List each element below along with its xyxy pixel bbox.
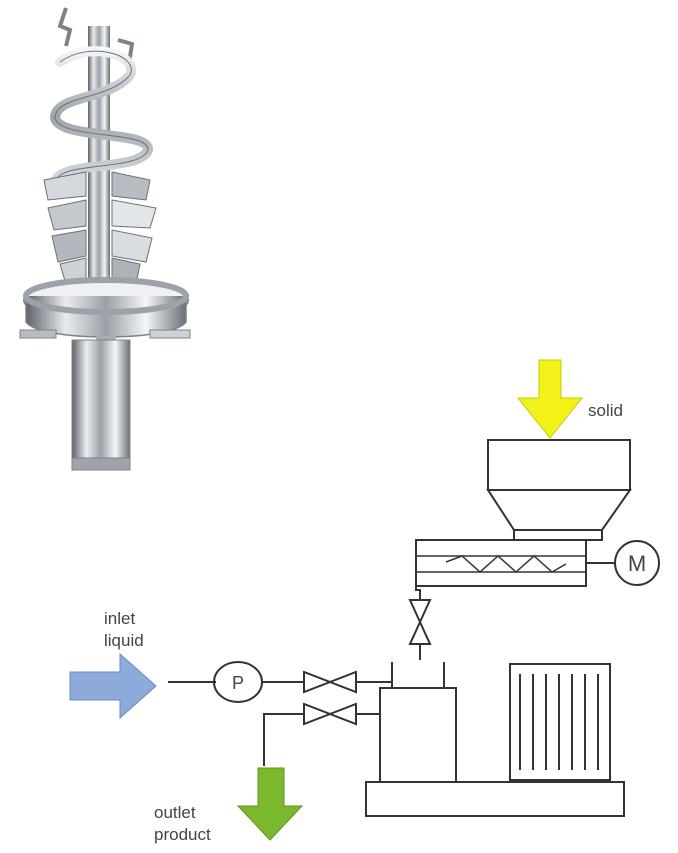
motor-label: M bbox=[628, 551, 646, 576]
motor-icon: M bbox=[614, 540, 660, 586]
pump-label: P bbox=[232, 673, 244, 693]
paddle-blades bbox=[43, 171, 157, 285]
base-plate bbox=[365, 781, 625, 817]
solid-feed-arrow bbox=[516, 359, 584, 439]
mixer-vessel bbox=[379, 662, 457, 783]
screw-feeder bbox=[415, 539, 614, 587]
hopper bbox=[486, 439, 632, 541]
rotor-illustration bbox=[19, 7, 191, 471]
solid-label: solid bbox=[588, 401, 623, 420]
outlet-label-line1: outlet bbox=[154, 803, 196, 822]
outlet-valve bbox=[303, 702, 357, 726]
outlet-label-line2: product bbox=[154, 825, 211, 844]
inlet-label-line1: inlet bbox=[104, 609, 135, 628]
inlet-label-line2: liquid bbox=[104, 631, 144, 650]
drive-motor-housing bbox=[509, 663, 611, 781]
outlet-product-arrow bbox=[236, 767, 304, 841]
inlet-valve bbox=[303, 670, 357, 694]
vertical-valve bbox=[408, 599, 432, 645]
process-flow: M bbox=[69, 359, 660, 841]
rotor-column bbox=[71, 339, 131, 463]
scraper-bowl bbox=[19, 277, 191, 348]
pump-icon: P bbox=[213, 661, 263, 703]
inlet-liquid-arrow bbox=[69, 652, 157, 720]
